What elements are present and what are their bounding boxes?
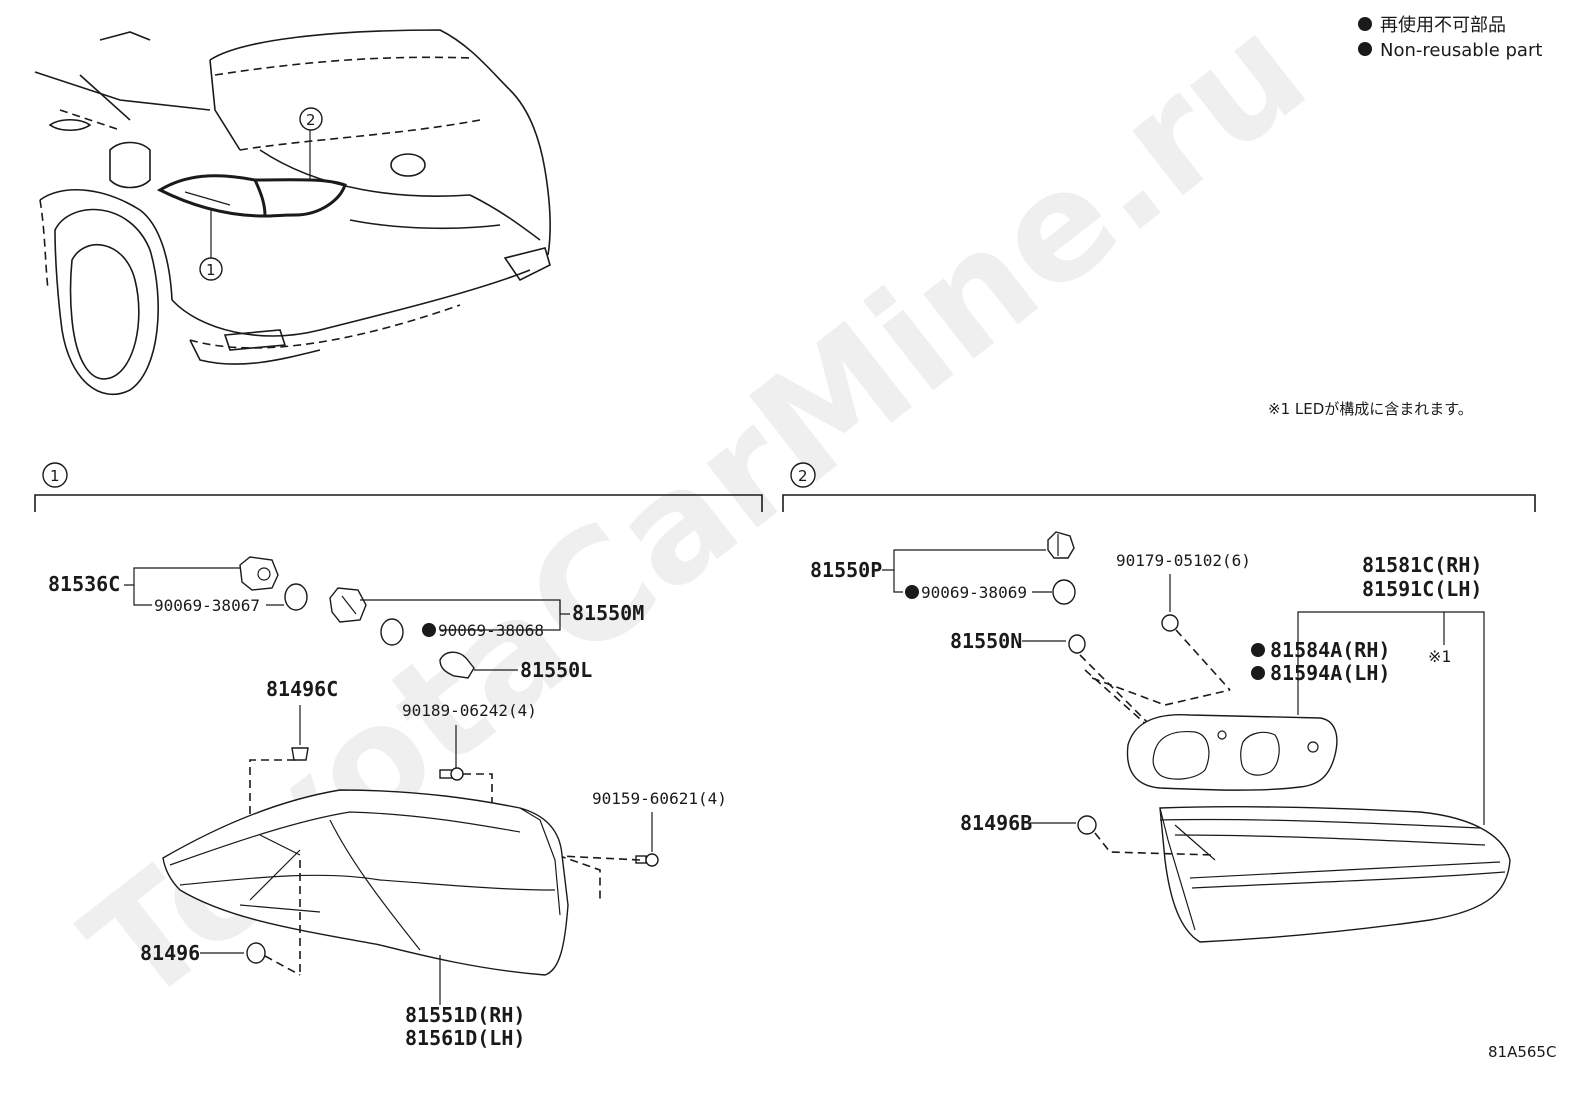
non-reusable-dot-icon (1251, 643, 1265, 657)
label-90069-38069: 90069-38069 (921, 583, 1027, 602)
label-90189-06242: 90189-06242(4) (402, 701, 537, 720)
non-reusable-dot-icon (1358, 17, 1372, 31)
gasket-81584a (1126, 713, 1338, 791)
legend-en: Non-reusable part (1380, 40, 1542, 61)
label-90069-38067: 90069-38067 (154, 596, 260, 615)
tail-lamp-inner-81581c (1159, 806, 1511, 943)
label-90159-60621: 90159-60621(4) (592, 789, 727, 808)
non-reusable-dot-icon (1251, 666, 1265, 680)
section-2: 2 81550P 90069-38069 81550N 90179-05102(… (782, 462, 1536, 943)
label-81550n: 81550N (950, 629, 1022, 653)
label-81550m: 81550M (572, 601, 644, 625)
label-81584a: 81584A(RH) (1270, 638, 1390, 662)
label-81550l: 81550L (520, 658, 592, 682)
section-2-bracket (782, 494, 1536, 512)
label-81591c: 81591C(LH) (1362, 577, 1482, 601)
section-2-marker: 2 (798, 467, 808, 485)
label-81581c: 81581C(RH) (1362, 553, 1482, 577)
grommet-81496b-icon (1077, 815, 1097, 835)
diagram-code: 81A565C (1488, 1043, 1556, 1061)
legend-jp: 再使用不可部品 (1380, 15, 1506, 36)
note-ref-1: ※1 (1428, 647, 1451, 666)
label-81594a: 81594A(LH) (1270, 661, 1390, 685)
socket-81550p-icon (1047, 531, 1075, 559)
bulb-81550n-icon (1068, 634, 1086, 654)
o-ring-90069-38068-icon (380, 618, 404, 646)
label-90179-05102: 90179-05102(6) (1116, 551, 1251, 570)
callout-2-label: 2 (306, 111, 316, 129)
led-note: ※1 LEDが構成に含まれます。 (1268, 400, 1473, 418)
callout-1-circle (199, 257, 223, 281)
bulb-81550l-icon (439, 651, 475, 679)
label-81551d: 81551D(RH) (405, 1003, 525, 1027)
label-81496c: 81496C (266, 677, 338, 701)
label-81536c: 81536C (48, 572, 120, 596)
grommet-81496-icon (246, 942, 266, 964)
section-1-marker: 1 (50, 467, 60, 485)
vehicle-illustration: 1 2 (34, 29, 551, 396)
tail-lamp-outer-81551d (162, 789, 569, 976)
socket-81550m-icon (329, 587, 367, 623)
label-81496b: 81496B (960, 811, 1032, 835)
callout-1-label: 1 (206, 261, 216, 279)
clip-81496c-icon (291, 747, 309, 761)
non-reusable-dot-icon (422, 623, 436, 637)
label-81550p: 81550P (810, 558, 882, 582)
non-reusable-dot-icon (905, 585, 919, 599)
screw-90189-icon (439, 767, 464, 781)
non-reusable-dot-icon (1358, 42, 1372, 56)
section-1: 1 81536C 90069-38067 81550M 90069-38068 … (34, 462, 763, 1050)
section-1-bracket (34, 494, 763, 512)
o-ring-90069-38067-icon (284, 583, 308, 611)
label-81496: 81496 (140, 941, 200, 965)
nut-90179-icon (1161, 614, 1179, 632)
callout-2-circle (299, 107, 323, 131)
section-2-marker-circle (790, 462, 816, 488)
legend: 再使用不可部品 Non-reusable part (1358, 15, 1542, 61)
label-90069-38068: 90069-38068 (438, 621, 544, 640)
o-ring-90069-38069-icon (1052, 579, 1076, 605)
socket-81536c-icon (239, 556, 279, 591)
label-81561d: 81561D(LH) (405, 1026, 525, 1050)
section-1-marker-circle (42, 462, 68, 488)
